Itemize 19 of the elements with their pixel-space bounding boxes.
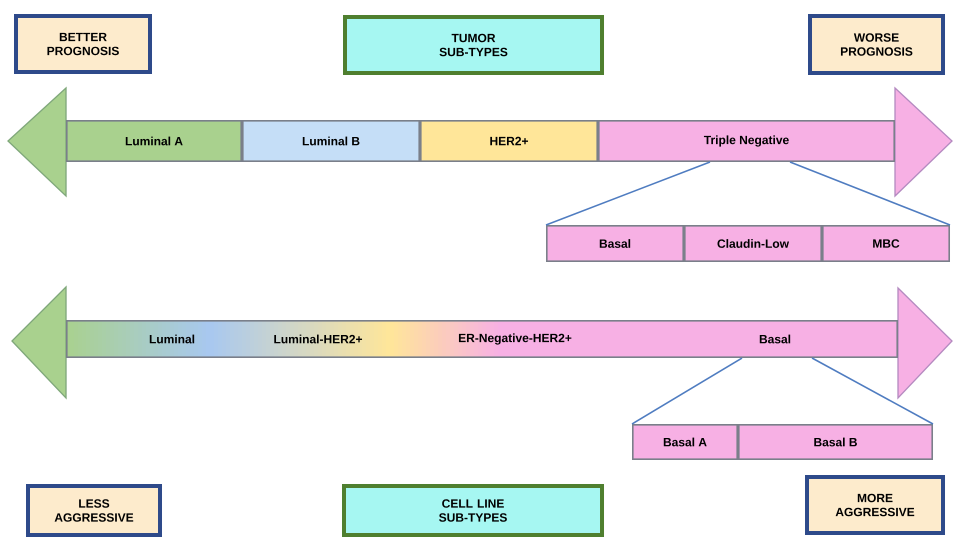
subtype-segment: MBC [822,225,950,262]
label-box: BETTER PROGNOSIS [14,14,152,74]
label-box: LESS AGGRESSIVE [26,484,162,537]
leader-line [632,357,742,425]
subtype-segment: Claudin-Low [684,225,822,262]
label-box: TUMOR SUB-TYPES [343,15,604,75]
subtype-segment: Luminal B [242,120,420,162]
subtype-segment: HER2+ [420,120,598,162]
leader-line [812,357,934,425]
subtype-segment: Luminal A [66,120,242,162]
label-box: MORE AGGRESSIVE [805,475,945,535]
subtype-segment: Basal A [632,424,738,460]
gradient-band: Luminal Luminal-HER2+ ER-Negative-HER2+ Basal [66,320,898,358]
label-box: CELL LINE SUB-TYPES [342,484,604,537]
leader-line [546,161,710,226]
label-box: WORSE PROGNOSIS [808,14,945,75]
leader-line [790,161,950,226]
subtype-segment: Basal B [738,424,933,460]
subtype-segment: Basal [546,225,684,262]
